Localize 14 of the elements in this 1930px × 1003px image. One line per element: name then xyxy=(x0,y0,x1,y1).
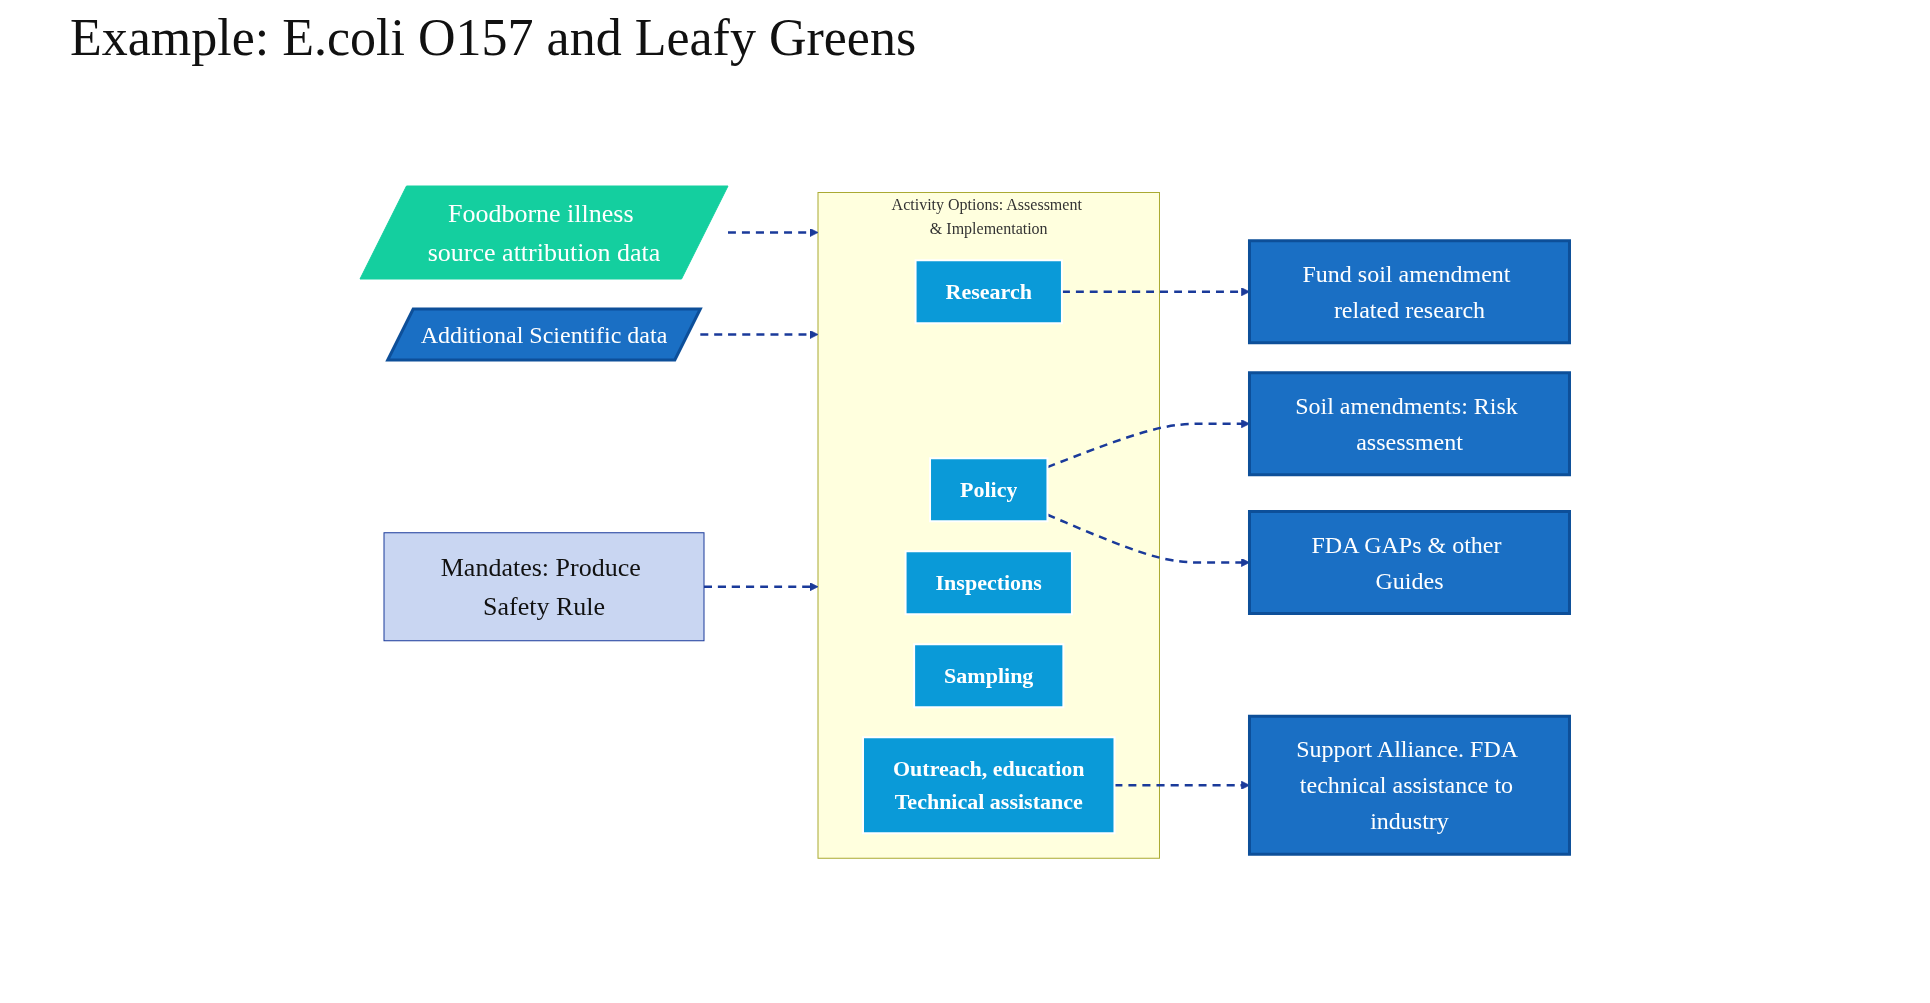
node-box: Fund soil amendment related research xyxy=(1248,239,1572,345)
node-box: Policy xyxy=(929,457,1049,523)
node-box: Inspections xyxy=(904,550,1074,616)
node-box: Soil amendments: Risk assessment xyxy=(1248,371,1572,477)
node-box: Sampling xyxy=(913,643,1065,709)
node-box: FDA GAPs & other Guides xyxy=(1248,509,1572,615)
node-box: Research xyxy=(914,259,1064,325)
diagram-title: Example: E.coli O157 and Leafy Greens xyxy=(70,8,918,67)
arrow xyxy=(728,228,819,237)
node-box: Outreach, education Technical assistance xyxy=(862,736,1116,835)
arrow xyxy=(700,330,819,339)
arrow xyxy=(704,582,819,592)
node-box: Mandates: Produce Safety Rule xyxy=(383,532,705,642)
node-box: Support Alliance. FDA technical assistance to industry xyxy=(1248,714,1572,856)
